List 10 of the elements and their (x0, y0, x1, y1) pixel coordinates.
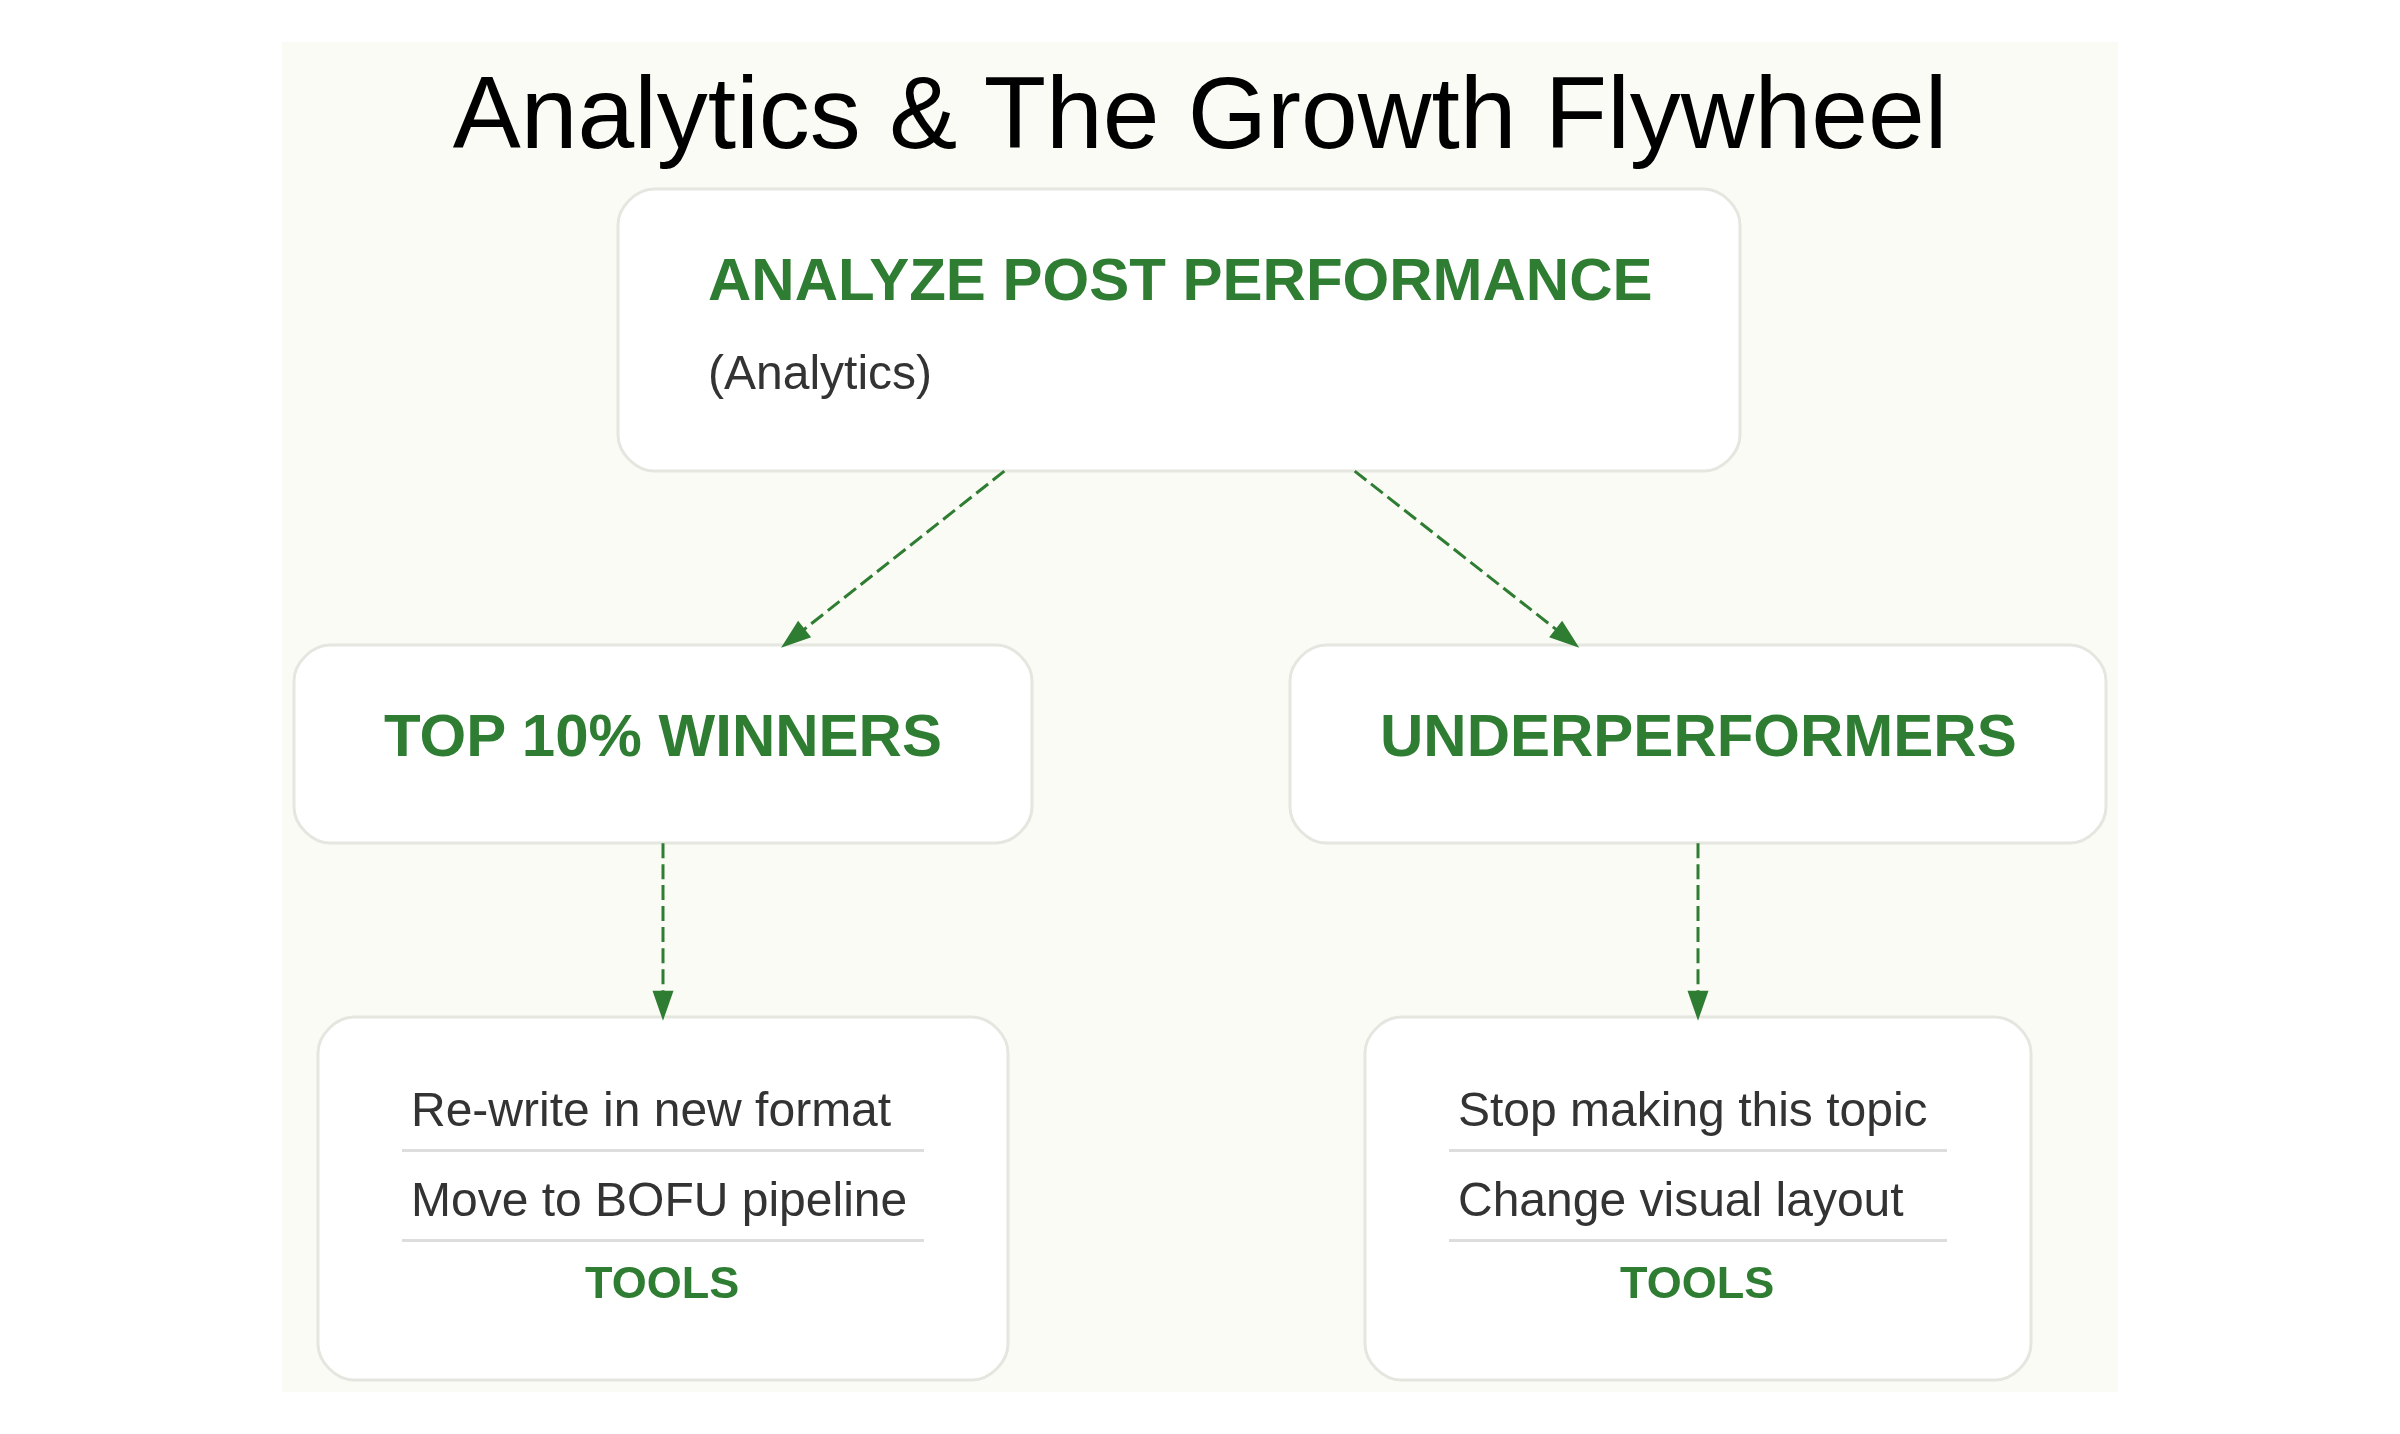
arrow (652, 843, 674, 1021)
node-box: UNDERPERFORMERS (1288, 643, 2108, 845)
node-box: Re-write in new format Move to BOFU pipeline TOOLS (316, 1015, 1010, 1382)
node-box: TOP 10% WINNERS (292, 643, 1034, 845)
node-box: Stop making this topic Change visual layout TOOLS (1363, 1015, 2033, 1382)
node-box: ANALYZE POST PERFORMANCE (Analytics) (616, 187, 1742, 473)
arrow (781, 469, 1006, 648)
diagram-title: Analytics & The Growth Flywheel (452, 55, 1948, 170)
arrow (1687, 843, 1709, 1021)
arrow (1353, 469, 1580, 648)
